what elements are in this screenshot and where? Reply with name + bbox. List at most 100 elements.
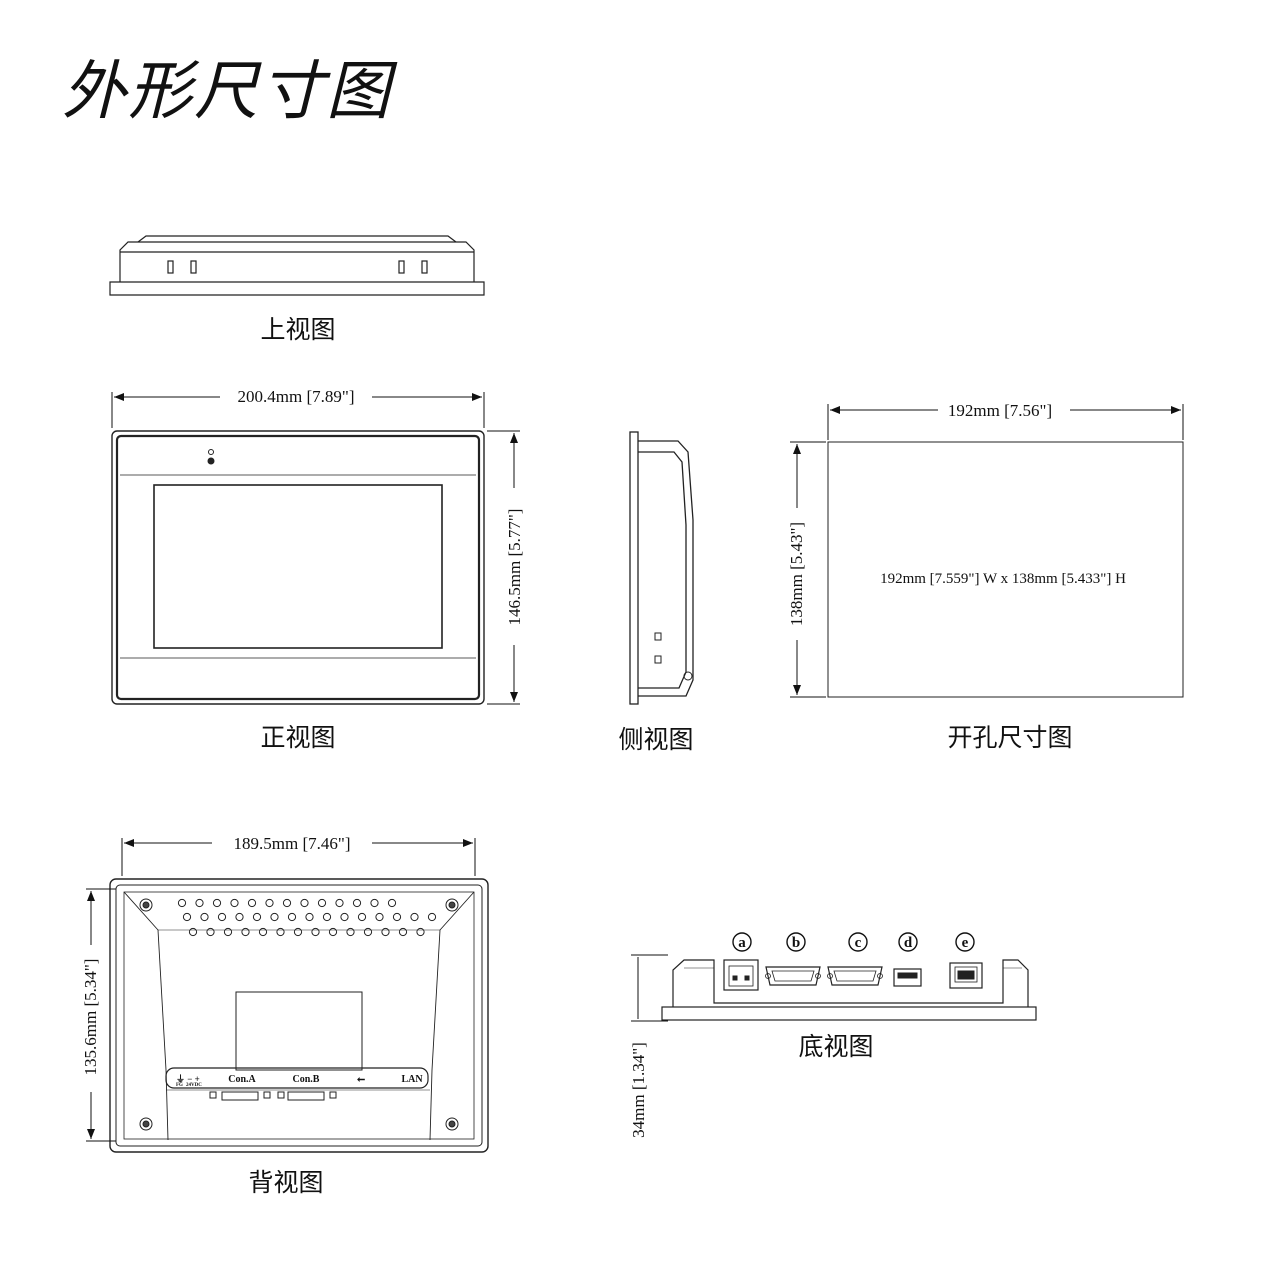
cutout-height-label: 138mm [5.43"] (787, 522, 806, 626)
port-marker-label: c (855, 935, 862, 951)
vent-hole (235, 912, 244, 922)
vent-hole (317, 898, 327, 908)
vent-hole (300, 898, 309, 908)
depth-label: 34mm [1.34"] (629, 1042, 648, 1138)
back-width-label: 189.5mm [7.46"] (234, 834, 351, 853)
vent-hole (346, 927, 355, 937)
cutout-height-dimension (790, 441, 826, 698)
back-height-dimension (86, 888, 116, 1142)
vent-hole (200, 912, 209, 922)
vent-hole (195, 898, 204, 908)
vent-hole (352, 898, 362, 908)
bottom-port-markers: a b c d e (732, 932, 975, 952)
port-marker-d: d (898, 932, 918, 952)
con-b-label: Con.B (293, 1074, 320, 1085)
front-height-label: 146.5mm [5.77"] (505, 509, 524, 626)
side-view-drawing (629, 431, 694, 705)
vent-hole (375, 912, 384, 922)
port-marker-b: b (786, 932, 806, 952)
vent-hole (282, 898, 292, 908)
top-view-drawing (109, 235, 485, 296)
screw-hole (142, 1120, 150, 1128)
port-marker-label: d (904, 935, 913, 951)
back-view-drawing (109, 878, 489, 1153)
vent-hole (258, 927, 268, 937)
vent-hole (287, 912, 297, 922)
vent-hole (265, 898, 274, 908)
screw-hole (142, 901, 150, 909)
vent-hole (293, 927, 303, 937)
vent-hole (427, 912, 437, 922)
vent-hole (276, 927, 285, 937)
port-marker-label: a (738, 935, 746, 951)
front-width-label: 200.4mm [7.89"] (238, 387, 355, 406)
front-height-dimension (487, 430, 520, 705)
front-width-dimension (111, 392, 485, 428)
vent-hole (340, 912, 349, 922)
vent-hole (230, 898, 239, 908)
back-view-label: 背视图 (248, 1168, 324, 1197)
vent-hole (357, 912, 367, 922)
vent-hole (212, 898, 222, 908)
screw-hole (448, 901, 456, 909)
screw-hole (445, 898, 459, 912)
vent-hole (328, 927, 338, 937)
vent-hole (177, 898, 187, 908)
page-title: 外形尺寸图 (62, 55, 392, 129)
vent-hole (223, 927, 233, 937)
port-marker-e: e (955, 932, 975, 952)
vent-hole (241, 927, 250, 937)
screw-hole (139, 898, 153, 912)
con-a-label: Con.A (228, 1074, 256, 1085)
vent-hole (370, 898, 379, 908)
vent-hole (252, 912, 262, 922)
vent-hole (270, 912, 279, 922)
vent-hole (381, 927, 390, 937)
screw-hole (445, 1117, 459, 1131)
lan-label: LAN (401, 1074, 423, 1085)
front-view-label: 正视图 (260, 723, 336, 752)
vent-hole (311, 927, 320, 937)
port-marker-label: b (792, 935, 800, 951)
vent-hole (247, 898, 257, 908)
vent-hole (392, 912, 402, 922)
vent-hole (206, 927, 215, 937)
cutout-drawing (827, 441, 1184, 698)
top-view-label: 上视图 (260, 315, 336, 344)
vent-hole (416, 927, 425, 937)
front-view-drawing (111, 430, 485, 705)
back-width-dimension (121, 838, 476, 876)
vent-hole (182, 912, 192, 922)
usb-icon: ⭠ (357, 1074, 365, 1085)
cutout-view-label: 开孔尺寸图 (947, 723, 1073, 752)
back-height-label: 135.6mm [5.34"] (81, 959, 100, 1076)
vent-hole (410, 912, 419, 922)
back-port-labels: ⏚ − + FG 24VDC Con.A Con.B ⭠ LAN (176, 1074, 423, 1088)
port-marker-label: e (962, 935, 969, 951)
vent-hole (387, 898, 397, 908)
power-label: 24VDC (186, 1083, 202, 1088)
bottom-view-label: 底视图 (798, 1032, 874, 1061)
vent-hole (305, 912, 314, 922)
port-marker-a: a (732, 932, 752, 952)
vent-hole (363, 927, 373, 937)
cutout-width-label: 192mm [7.56"] (948, 401, 1052, 420)
cutout-width-dimension (827, 404, 1184, 440)
vent-hole (398, 927, 408, 937)
ground-symbol: ⏚ − + (176, 1074, 200, 1084)
screw-hole (448, 1120, 456, 1128)
vent-hole (335, 898, 344, 908)
vent-holes (177, 898, 437, 937)
cutout-note: 192mm [7.559"] W x 138mm [5.433"] H (880, 571, 1126, 587)
screw-holes (139, 898, 459, 1131)
side-view-label: 侧视图 (618, 725, 694, 754)
vent-hole (188, 927, 198, 937)
fg-label: FG (176, 1083, 183, 1088)
bottom-view-drawing (661, 959, 1037, 1021)
port-marker-c: c (848, 932, 868, 952)
screw-hole (139, 1117, 153, 1131)
vent-hole (322, 912, 332, 922)
depth-dimension (631, 954, 668, 1022)
vent-hole (217, 912, 227, 922)
